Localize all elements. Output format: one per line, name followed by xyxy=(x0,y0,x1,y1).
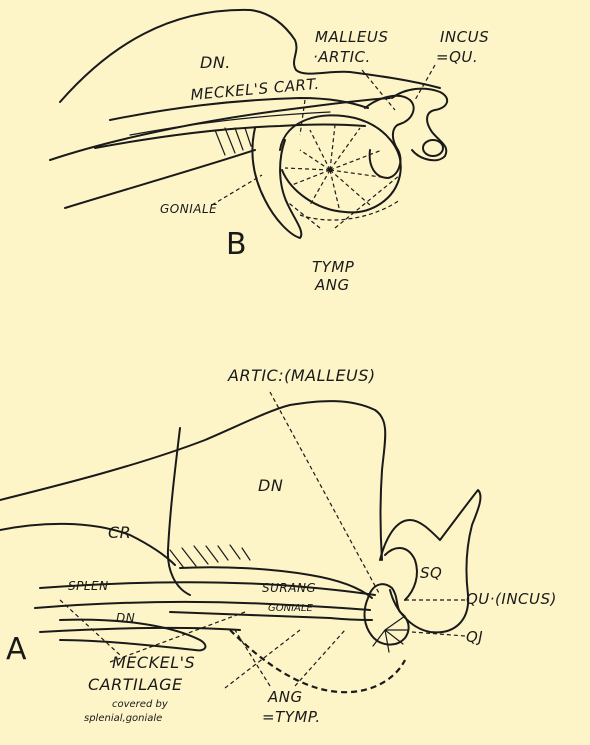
a-label-cartilage: CARTILAGE xyxy=(88,677,183,693)
b-leader-goniale xyxy=(212,175,262,205)
b-label-malleus: MALLEUS xyxy=(315,30,388,45)
a-jaw-upper-edge xyxy=(0,524,175,565)
a-label-tymp: =TYMP. xyxy=(262,710,321,725)
b-malleus-shape xyxy=(365,96,414,178)
a-label-qj: QJ xyxy=(466,630,483,645)
b-incus-knob xyxy=(423,140,443,156)
a-skull-upper xyxy=(0,401,385,560)
a-label-splen: SPLEN xyxy=(68,580,109,592)
a-label-qu-incus: QU·(INCUS) xyxy=(466,592,557,607)
a-leader-ang-2 xyxy=(295,630,345,686)
a-label-sq: SQ xyxy=(420,566,442,581)
a-leader-artic xyxy=(270,392,380,595)
a-tympanic-rays xyxy=(373,616,407,652)
a-label-goniale: GONIALE xyxy=(268,604,313,614)
a-label-surang: SURANG xyxy=(262,582,316,594)
a-label-cr: CR xyxy=(108,525,131,541)
b-label-goniale: GONIALE xyxy=(160,203,217,215)
a-figure-letter: A xyxy=(6,635,27,665)
a-label-splenial-goniale: splenial,goniale xyxy=(84,714,162,724)
a-label-ang: ANG xyxy=(268,690,303,705)
b-label-tymp: TYMP xyxy=(312,260,354,275)
b-leader-tymp-2 xyxy=(335,175,400,228)
a-label-covered-by: covered by xyxy=(112,700,168,710)
b-label-ang: ANG xyxy=(315,278,350,293)
b-goniale-hook xyxy=(252,128,301,238)
a-label-meckels: MECKEL'S xyxy=(112,655,195,671)
a-squamosal xyxy=(380,490,480,632)
a-hatching xyxy=(170,545,250,568)
b-label-artic: ·ARTIC. xyxy=(313,50,371,65)
a-label-dn-upper: DN xyxy=(258,478,283,494)
figure-a-drawing xyxy=(0,392,480,692)
b-figure-letter: B xyxy=(226,230,247,260)
a-leader-meckel-1 xyxy=(60,600,120,655)
b-label-incus: INCUS xyxy=(440,30,489,45)
b-label-qu: =QU. xyxy=(436,50,478,65)
b-tympanic-ring xyxy=(280,115,401,212)
a-label-dn-lower: DN xyxy=(116,612,135,624)
b-jaw-lower-edge xyxy=(65,150,255,208)
a-mandible-bottom xyxy=(40,628,240,632)
a-label-artic-malleus: ARTIC:(MALLEUS) xyxy=(228,368,376,384)
a-mandible-mid xyxy=(35,602,370,610)
b-goniale-hatch xyxy=(215,128,251,155)
b-leader-meckel xyxy=(300,100,305,135)
b-label-dn: DN. xyxy=(200,55,231,71)
